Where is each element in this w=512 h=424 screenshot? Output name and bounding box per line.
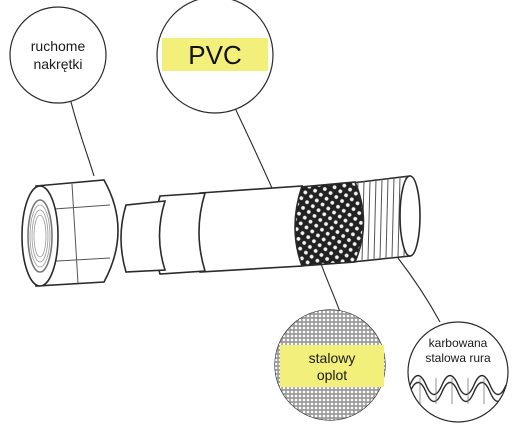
label-nut-line1: ruchome bbox=[31, 38, 86, 54]
pvc-sleeve bbox=[193, 185, 304, 273]
callout-corrugated: karbowana stalowa rura bbox=[407, 321, 509, 423]
label-pvc: PVC bbox=[188, 40, 241, 70]
callout-nut: ruchome nakrętki bbox=[9, 6, 107, 104]
leader-pvc bbox=[234, 107, 276, 196]
braid-highlight bbox=[280, 345, 384, 387]
ferrule-collar bbox=[120, 200, 167, 273]
threaded-end bbox=[351, 175, 421, 263]
label-corr-line1: karbowana bbox=[429, 336, 488, 350]
label-corr-line2: stalowa rura bbox=[425, 351, 491, 365]
label-braid-line1: stalowy bbox=[309, 350, 356, 366]
label-braid-line2: oplot bbox=[317, 367, 347, 383]
leader-corr bbox=[397, 257, 441, 323]
hose-assembly bbox=[21, 175, 421, 287]
corrugation-profile bbox=[409, 374, 507, 404]
hex-nut bbox=[21, 179, 119, 287]
callout-pvc: PVC bbox=[156, 0, 274, 114]
leader-nut bbox=[69, 97, 95, 177]
label-nut-line2: nakrętki bbox=[33, 56, 82, 72]
pvc-highlight bbox=[162, 38, 268, 71]
braided-section bbox=[292, 181, 365, 267]
callout-braid: stalowy oplot bbox=[274, 309, 386, 421]
